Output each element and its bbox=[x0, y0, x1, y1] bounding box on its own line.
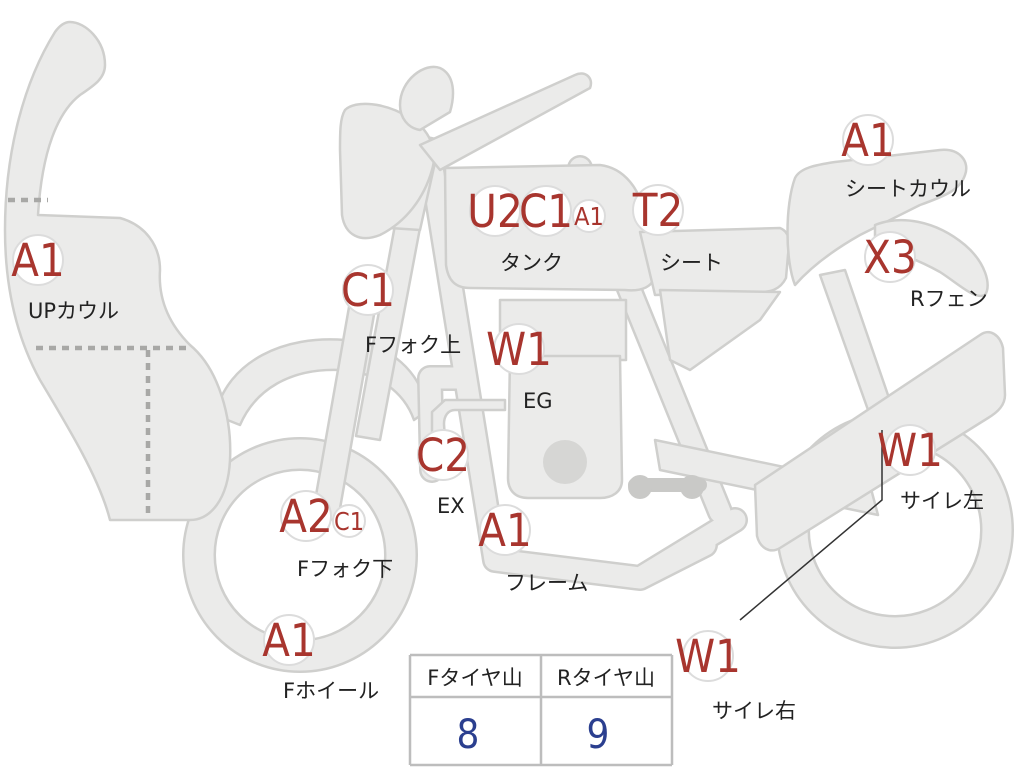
seat-cowl-shape bbox=[786, 148, 968, 287]
frame-code: A1 bbox=[478, 504, 531, 557]
f-tire-tread-value: 8 bbox=[457, 712, 480, 758]
side-panel bbox=[658, 288, 782, 372]
seat-cowl-label: シートカウル bbox=[845, 177, 971, 201]
seat-cowl-code: A1 bbox=[841, 114, 894, 167]
tank-marker: U2 C1 A1 タンク bbox=[467, 185, 606, 275]
frame-label: フレーム bbox=[505, 571, 588, 595]
f-fork-upper-label: Fフォク上 bbox=[365, 333, 461, 357]
tank-code-1: U2 bbox=[467, 185, 522, 238]
seat-marker: T2 シート bbox=[632, 184, 723, 275]
r-tire-tread-header: Rタイヤ山 bbox=[557, 666, 655, 690]
engine-marker: W1 EG bbox=[486, 323, 553, 413]
f-wheel-label: Fホイール bbox=[283, 679, 379, 703]
tank-code-3: A1 bbox=[574, 202, 604, 231]
muffler-right-code: W1 bbox=[675, 630, 741, 683]
seat-code: T2 bbox=[632, 184, 683, 237]
f-fork-lower-marker: A2 C1 Fフォク下 bbox=[279, 490, 393, 581]
tire-tread-table: Fタイヤ山 Rタイヤ山 8 9 bbox=[408, 653, 674, 767]
tank-label: タンク bbox=[500, 251, 563, 275]
r-tire-tread-value: 9 bbox=[587, 712, 610, 758]
engine-block bbox=[498, 298, 707, 500]
muffler-right-marker: W1 サイレ右 bbox=[675, 630, 796, 723]
r-fender-marker: X3 Rフェン bbox=[863, 231, 988, 311]
seat-cowl-marker: A1 シートカウル bbox=[841, 114, 971, 201]
f-fork-upper-marker: C1 Fフォク上 bbox=[341, 264, 461, 357]
exhaust-marker: C2 EX bbox=[416, 429, 470, 518]
exhaust-code: C2 bbox=[416, 429, 470, 482]
f-fork-lower-code-1: A2 bbox=[279, 490, 332, 543]
muffler-left-marker: W1 サイレ左 bbox=[877, 424, 984, 513]
f-fork-lower-label: Fフォク下 bbox=[297, 557, 393, 581]
up-cowl-label: UPカウル bbox=[28, 299, 119, 323]
f-wheel-marker: A1 Fホイール bbox=[262, 614, 379, 703]
r-fender-code: X3 bbox=[863, 231, 916, 284]
f-fork-lower-code-2: C1 bbox=[334, 507, 364, 536]
frame-tubes bbox=[417, 155, 748, 591]
f-tire-tread-header: Fタイヤ山 bbox=[427, 666, 522, 690]
engine-label: EG bbox=[523, 389, 553, 413]
muffler-right-leader bbox=[739, 430, 883, 621]
up-cowl-dashes bbox=[8, 197, 190, 515]
frame-marker: A1 フレーム bbox=[478, 504, 588, 595]
up-cowl-code: A1 bbox=[11, 234, 64, 287]
f-wheel-code: A1 bbox=[262, 614, 315, 667]
r-fender-label: Rフェン bbox=[910, 287, 988, 311]
muffler-shape bbox=[753, 331, 1007, 552]
up-cowl-marker: A1 UPカウル bbox=[11, 234, 119, 323]
tank-code-2: C1 bbox=[519, 185, 573, 238]
f-fork-upper-code: C1 bbox=[341, 264, 395, 317]
handlebar bbox=[418, 72, 593, 172]
up-cowl-shape bbox=[3, 20, 232, 522]
muffler-left-label: サイレ左 bbox=[900, 489, 984, 513]
engine-code: W1 bbox=[486, 323, 552, 376]
seat-label: シート bbox=[660, 251, 723, 275]
muffler-right-label: サイレ右 bbox=[712, 699, 796, 723]
muffler-left-code: W1 bbox=[877, 424, 943, 477]
mirror bbox=[398, 65, 455, 132]
exhaust-label: EX bbox=[437, 494, 465, 518]
